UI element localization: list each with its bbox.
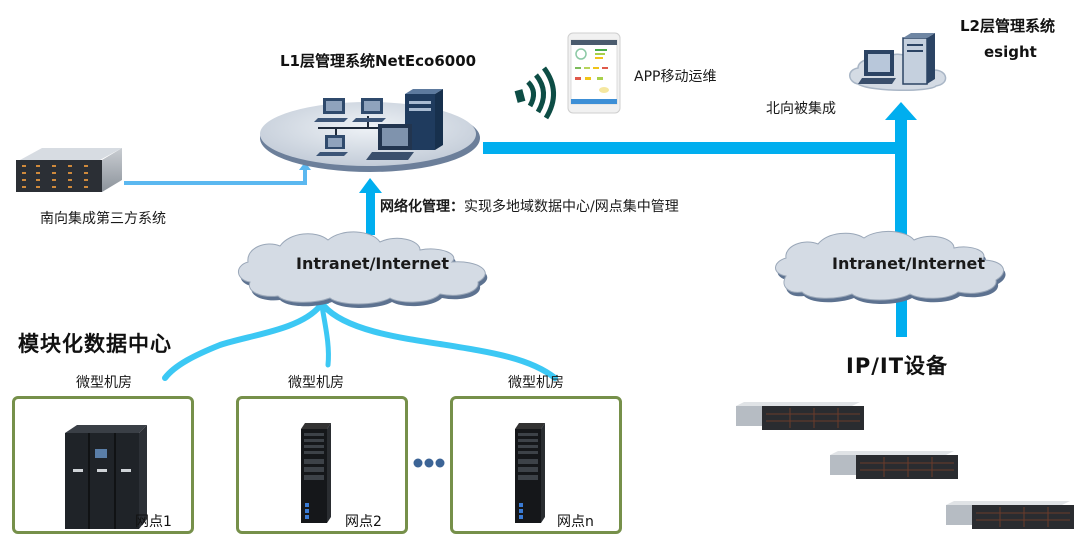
site-1-room-label: 微型机房 [76, 375, 132, 391]
ellipsis-dots [413, 458, 445, 468]
ip-it-title: IP/IT设备 [846, 354, 949, 378]
cloud-left [238, 231, 488, 308]
site-2-box: 网点2 [236, 396, 408, 534]
branch-site-n [321, 303, 558, 381]
l2-system-title: L2层管理系统 [960, 17, 1055, 35]
monitor-icon [366, 124, 414, 160]
northbound-arrowhead [885, 102, 917, 120]
server-rack-icon [515, 423, 545, 523]
cloud-right [775, 231, 1006, 304]
southbound-label: 南向集成第三方系统 [40, 211, 166, 227]
cloud-right-label: Intranet/Internet [832, 254, 986, 273]
wireless-signal-icon [514, 66, 556, 120]
branch-site-1 [162, 303, 323, 381]
mobile-phone-icon [567, 32, 621, 114]
site-n-label: 网点n [557, 514, 594, 530]
modular-datacenter-cabinet-icon [65, 425, 147, 529]
cloud-left-label: Intranet/Internet [296, 254, 450, 273]
northbound-label: 北向被集成 [766, 101, 836, 117]
network-mgmt-caption-bold: 网络化管理： [380, 199, 464, 215]
workstation-icon [314, 98, 348, 122]
branch-site-2 [319, 303, 331, 368]
workstation-icon [316, 135, 348, 156]
site-n-box: 网点n [450, 396, 622, 534]
ipit-link [896, 285, 907, 337]
network-mgmt-link [366, 190, 375, 235]
l2-system-subtitle: esight [984, 43, 1037, 61]
southbound-link [124, 168, 307, 185]
site-1-box: 网点1 [12, 396, 194, 534]
app-label: APP移动运维 [634, 69, 717, 85]
server-rack-icon [301, 423, 331, 523]
southbound-arrowhead [299, 162, 311, 170]
l1-system-title: L1层管理系统NetEco6000 [280, 52, 477, 70]
storage-server-icon [16, 148, 122, 192]
northbound-link-vertical [895, 118, 907, 238]
rack-server-icon [830, 451, 958, 479]
l2-esight-icon [849, 33, 947, 91]
network-mgmt-caption-text: 实现多地域数据中心/网点集中管理 [464, 199, 679, 215]
network-mgmt-caption: 网络化管理：实现多地域数据中心/网点集中管理 [380, 196, 679, 216]
site-2-room-label: 微型机房 [288, 375, 344, 391]
modular-dc-title: 模块化数据中心 [18, 332, 172, 356]
site-n-room-label: 微型机房 [508, 375, 564, 391]
site-1-label: 网点1 [135, 514, 172, 530]
l1-management-platform [260, 89, 480, 172]
site-2-label: 网点2 [345, 514, 382, 530]
network-mgmt-arrowhead [359, 178, 382, 193]
northbound-link-horizontal [483, 142, 903, 154]
rack-server-icon [946, 501, 1074, 529]
workstation-icon [352, 98, 386, 122]
rack-server-icon [736, 402, 864, 430]
